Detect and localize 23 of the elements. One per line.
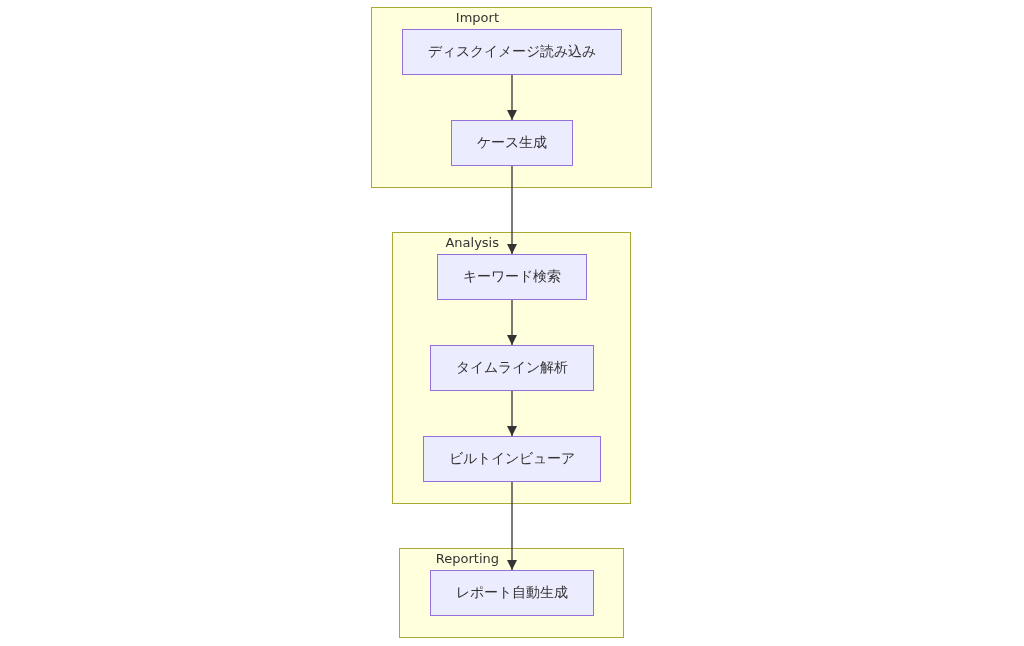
process-label: ビルトインビューア xyxy=(449,450,575,468)
process-label: ディスクイメージ読み込み xyxy=(428,43,596,61)
arrow xyxy=(506,74,518,121)
process-box xyxy=(437,254,587,300)
arrow xyxy=(506,390,518,437)
arrow xyxy=(506,299,518,346)
group-title: Import xyxy=(455,10,499,25)
process-box xyxy=(451,120,573,166)
process-box xyxy=(402,29,622,75)
process-box xyxy=(430,345,594,391)
process-label: タイムライン解析 xyxy=(456,359,568,377)
process-label: ケース生成 xyxy=(477,134,547,152)
process-box xyxy=(430,570,594,616)
process-label: キーワード検索 xyxy=(463,268,561,286)
process-label: レポート自動生成 xyxy=(456,584,568,602)
group-box xyxy=(392,232,631,504)
group-box xyxy=(371,7,652,188)
arrow xyxy=(506,481,518,571)
process-box xyxy=(423,436,601,482)
group-title: Reporting xyxy=(435,551,499,566)
group-box xyxy=(399,548,624,638)
arrow xyxy=(506,165,518,255)
group-title: Analysis xyxy=(445,235,499,250)
